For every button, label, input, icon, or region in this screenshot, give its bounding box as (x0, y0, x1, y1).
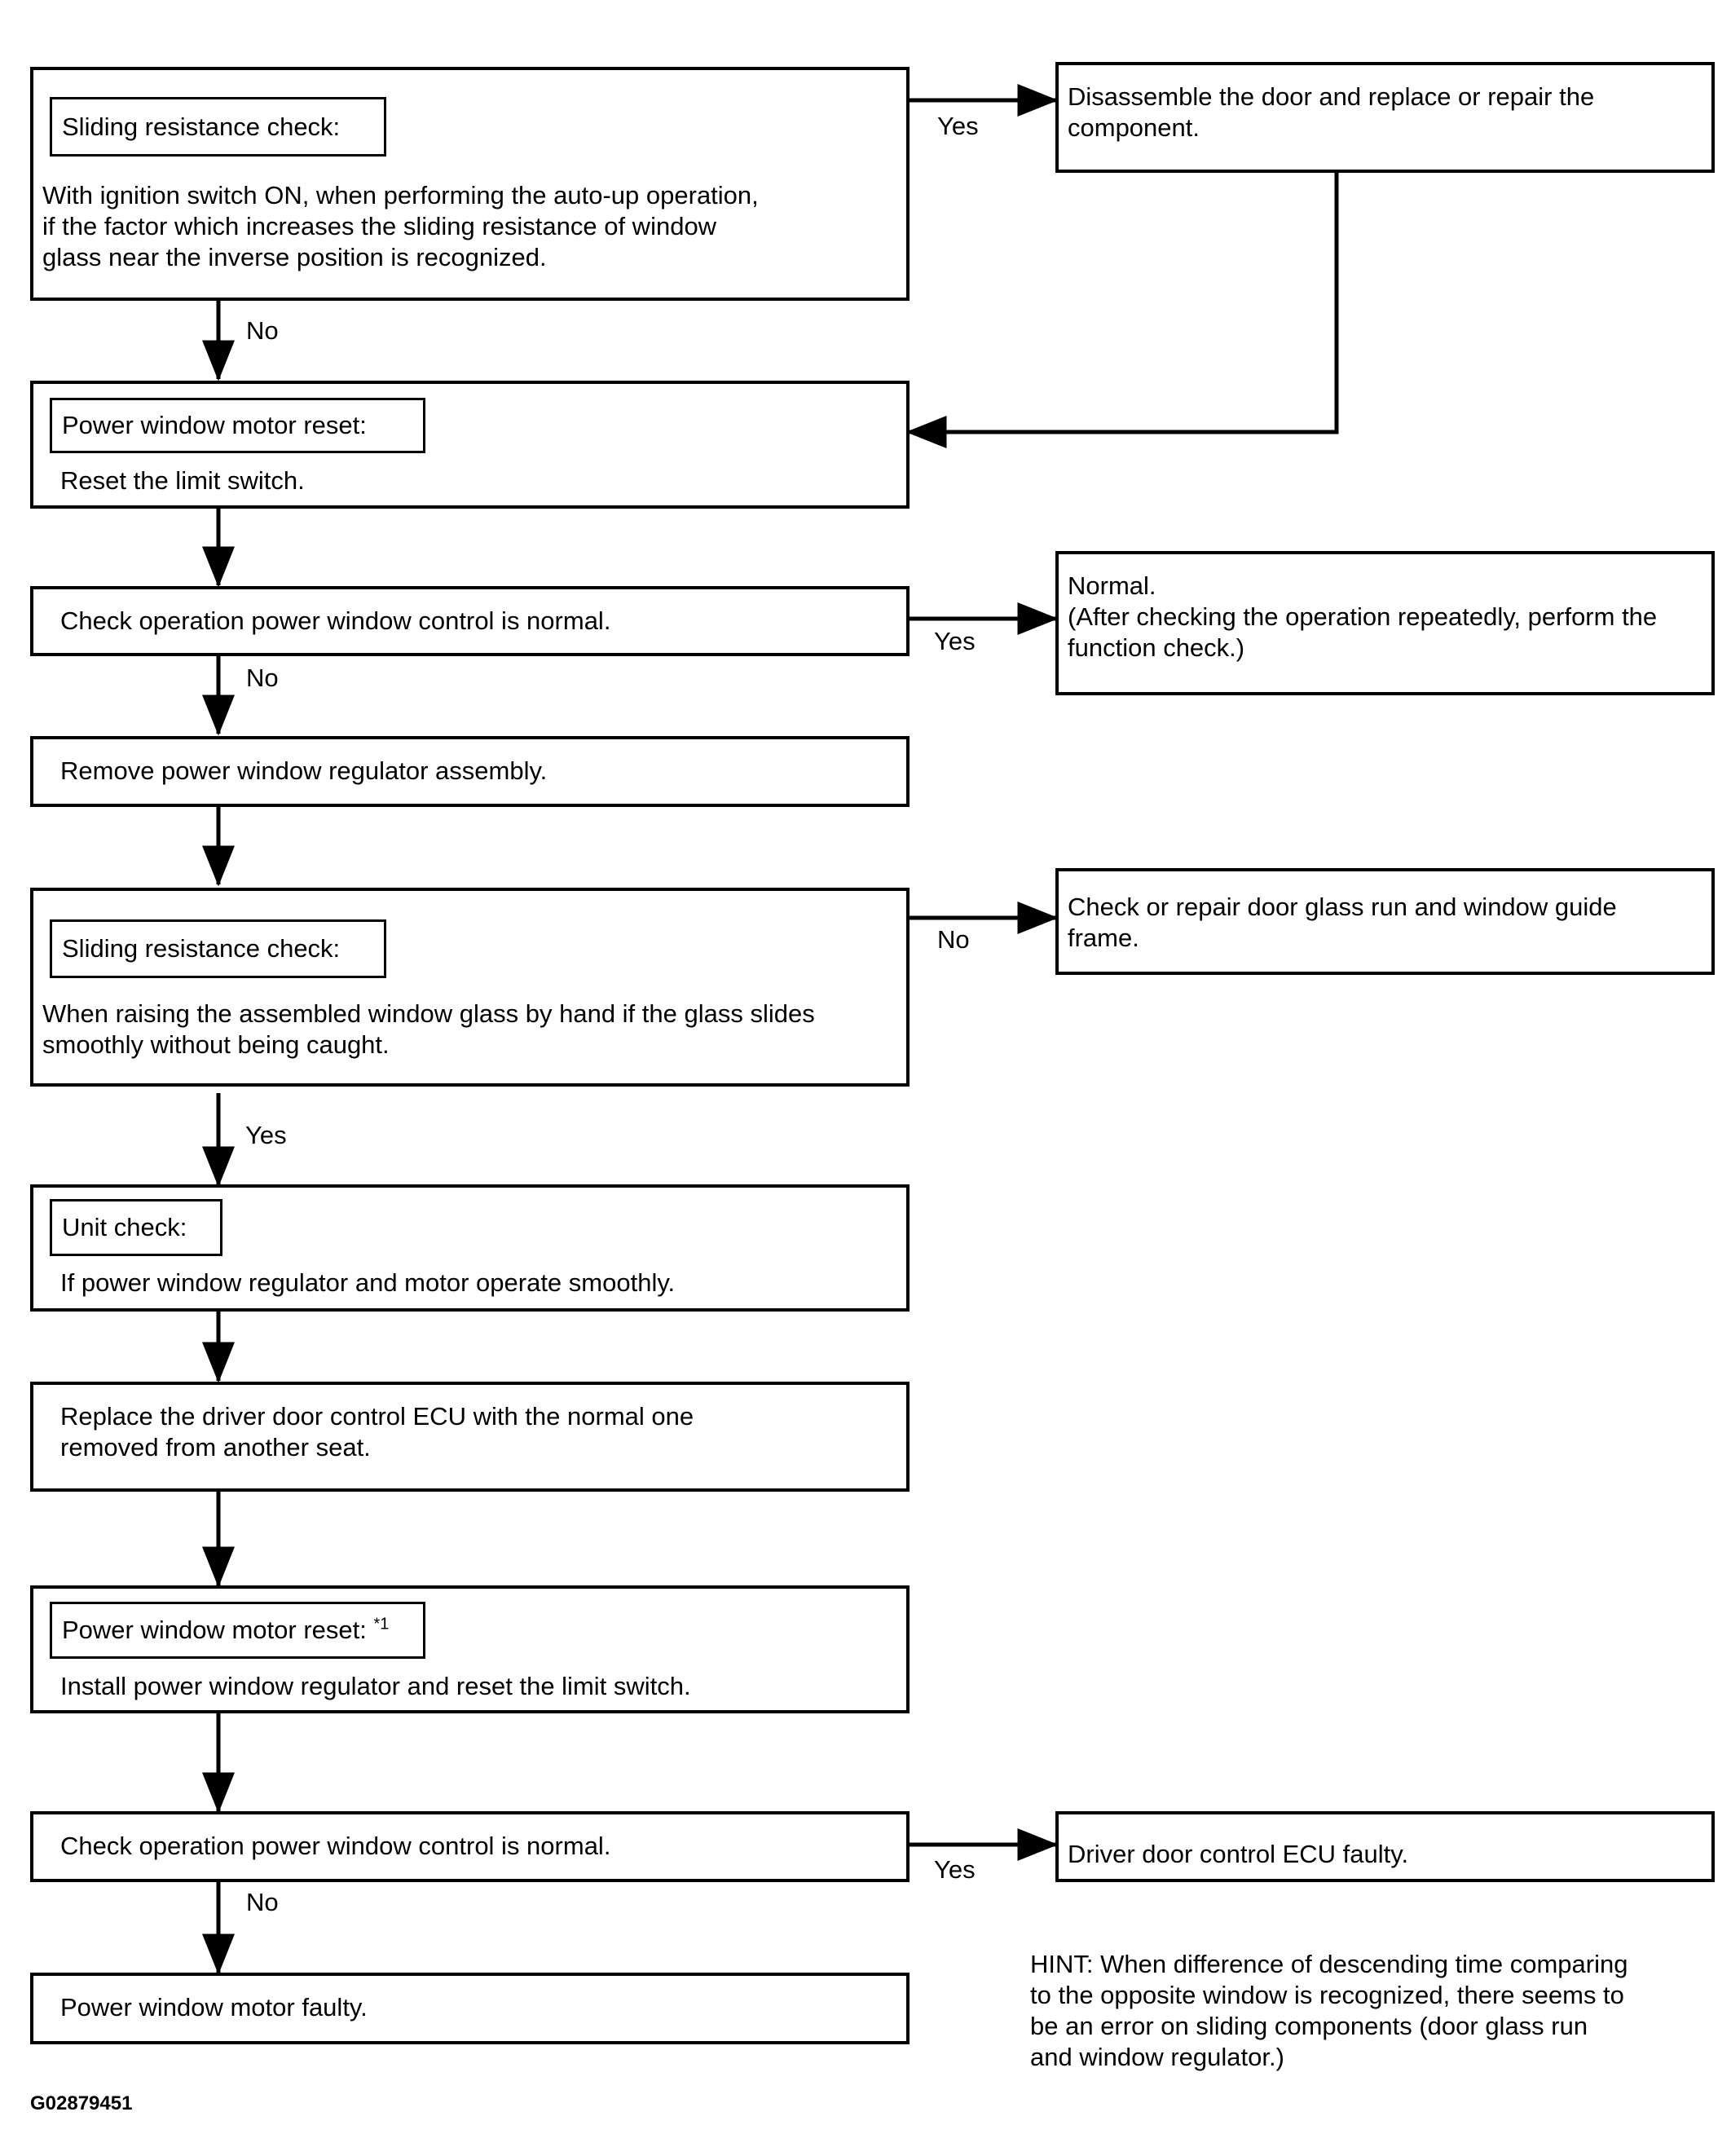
ecu-faulty-text: Driver door control ECU faulty. (1068, 1840, 1409, 1868)
sliding-resistance-check-text-2: When raising the assembled window glass … (42, 999, 815, 1059)
label-no-4: No (246, 1888, 279, 1916)
door-glass-run-text: Check or repair door glass run and windo… (1068, 893, 1617, 952)
sliding-resistance-check-header-2: Sliding resistance check: (50, 919, 386, 978)
sliding-resistance-check-header-1: Sliding resistance check: (50, 97, 386, 157)
motor-reset-header-2: Power window motor reset: *1 (50, 1602, 425, 1659)
remove-regulator-text: Remove power window regulator assembly. (60, 756, 548, 785)
disassemble-door-box: Disassemble the door and replace or repa… (1055, 62, 1715, 173)
footnote-marker: *1 (373, 1615, 390, 1634)
label-no-3: No (937, 925, 970, 954)
replace-ecu-box: Replace the driver door control ECU with… (30, 1382, 910, 1492)
normal-result-box: Normal. (After checking the operation re… (1055, 551, 1715, 695)
motor-faulty-box: Power window motor faulty. (30, 1973, 910, 2044)
remove-regulator-box: Remove power window regulator assembly. (30, 736, 910, 807)
motor-faulty-text: Power window motor faulty. (60, 1993, 368, 2022)
check-operation-box-2: Check operation power window control is … (30, 1811, 910, 1882)
motor-reset-box-1: Power window motor reset: Reset the limi… (30, 381, 910, 509)
sliding-resistance-check-box-1: Sliding resistance check: With ignition … (30, 67, 910, 301)
hint-text: HINT: When difference of descending time… (1030, 1950, 1628, 2071)
motor-reset-header-2-label: Power window motor reset: (62, 1616, 367, 1644)
replace-ecu-text: Replace the driver door control ECU with… (60, 1402, 694, 1462)
unit-check-box: Unit check: If power window regulator an… (30, 1184, 910, 1312)
sliding-resistance-check-box-2: Sliding resistance check: When raising t… (30, 888, 910, 1087)
sliding-resistance-check-text-1: With ignition switch ON, when performing… (42, 181, 759, 271)
arrow-disassemble-to-reset1 (905, 172, 1339, 448)
door-glass-run-box: Check or repair door glass run and windo… (1055, 868, 1715, 975)
normal-result-text: Normal. (After checking the operation re… (1068, 571, 1658, 662)
motor-reset-text-1: Reset the limit switch. (60, 466, 305, 495)
figure-code: G02879451 (30, 2092, 133, 2114)
motor-reset-text-2: Install power window regulator and reset… (60, 1672, 691, 1700)
motor-reset-box-2: Power window motor reset: *1 Install pow… (30, 1585, 910, 1713)
check-operation-box-1: Check operation power window control is … (30, 586, 910, 656)
motor-reset-header-1: Power window motor reset: (50, 398, 425, 453)
ecu-faulty-box: Driver door control ECU faulty. (1055, 1811, 1715, 1882)
label-yes-3: Yes (245, 1121, 287, 1149)
unit-check-header: Unit check: (50, 1199, 222, 1256)
unit-check-text: If power window regulator and motor oper… (60, 1268, 676, 1297)
label-no-2: No (246, 664, 279, 692)
check-operation-text-2: Check operation power window control is … (60, 1832, 611, 1860)
label-no-1: No (246, 316, 279, 345)
disassemble-door-text: Disassemble the door and replace or repa… (1068, 82, 1595, 142)
label-yes-4: Yes (934, 1855, 976, 1884)
check-operation-text-1: Check operation power window control is … (60, 606, 611, 635)
label-yes-2: Yes (934, 627, 976, 655)
label-yes-1: Yes (937, 112, 979, 140)
